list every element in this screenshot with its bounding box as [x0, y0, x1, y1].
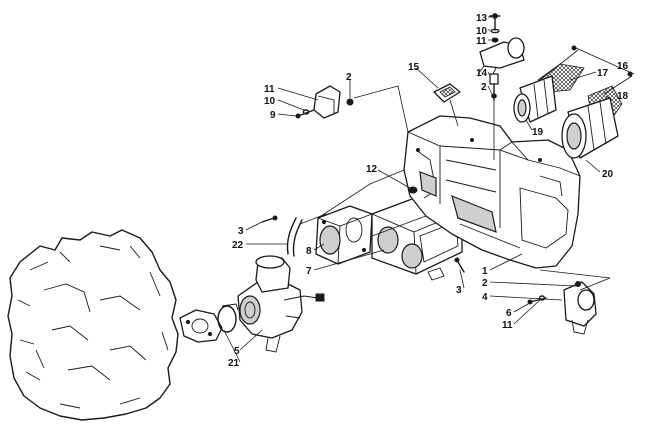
callout-3-left: 3 [238, 226, 244, 237]
callout-18: 18 [617, 91, 629, 102]
grommet [408, 186, 418, 194]
callout-12: 12 [366, 164, 378, 175]
intake-tube-19 [513, 75, 557, 123]
callout-5: 5 [234, 346, 240, 357]
fuel-hose [286, 217, 303, 257]
callout-8: 8 [306, 246, 312, 257]
intake-manifold [179, 309, 223, 343]
callout-21: 21 [228, 358, 240, 369]
callout-14: 14 [476, 68, 488, 79]
callout-9: 9 [270, 110, 276, 121]
callout-2-right: 2 [482, 278, 488, 289]
callout-19: 19 [532, 127, 544, 138]
callout-20: 20 [602, 169, 614, 180]
callout-11: 11 [476, 36, 487, 47]
callout-labels: 13 10 11 14 2 15 16 17 18 19 20 11 10 9 … [228, 13, 629, 369]
callout-2: 2 [481, 82, 487, 93]
decal [433, 83, 461, 103]
air-silencer-housing [403, 115, 581, 269]
callout-11-right: 11 [502, 320, 513, 331]
callout-17: 17 [597, 68, 609, 79]
screw-right [454, 257, 465, 273]
callout-1: 1 [482, 266, 488, 277]
callout-13: 13 [476, 13, 488, 24]
callout-4: 4 [482, 292, 488, 303]
callout-22: 22 [232, 240, 244, 251]
callout-15: 15 [408, 62, 420, 73]
callout-10-left: 10 [264, 96, 276, 107]
callout-3-right: 3 [456, 285, 462, 296]
callout-11-left: 11 [264, 84, 275, 95]
callout-7: 7 [306, 266, 312, 277]
callout-leaders [223, 16, 635, 363]
bracket-valve-left [295, 85, 354, 119]
carb-flange [315, 205, 373, 265]
callout-2-left: 2 [346, 72, 352, 83]
engine-block [7, 229, 179, 421]
callout-10: 10 [476, 26, 488, 37]
intake-tube-20 [561, 97, 619, 159]
primer-assembly [477, 13, 525, 160]
carburetor [237, 255, 325, 353]
callout-16: 16 [617, 61, 629, 72]
assembly-leaders [299, 49, 633, 291]
bracket-valve-right [527, 281, 597, 335]
callout-6: 6 [506, 308, 512, 319]
screw [261, 215, 278, 223]
clamp [217, 303, 239, 333]
